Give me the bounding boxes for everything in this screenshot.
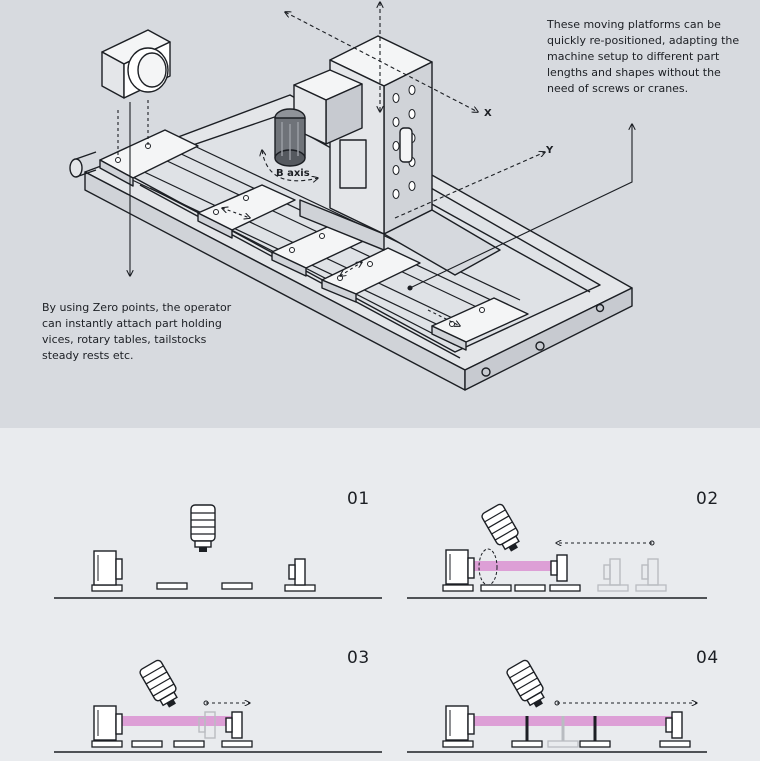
steps-panel	[0, 428, 760, 761]
step-02-diagram	[407, 502, 707, 599]
step-04-diagram	[407, 658, 707, 753]
axis-x-label: X	[484, 108, 492, 119]
left-end-cylinder	[69, 151, 97, 178]
zero-points-callout: By using Zero points, the operator can i…	[42, 301, 232, 362]
accessory-block	[101, 29, 171, 99]
step-number-02: 02	[696, 489, 719, 509]
axis-b-label: B axis	[276, 168, 310, 179]
step-number-01: 01	[347, 489, 370, 509]
step-number-04: 04	[696, 648, 719, 668]
machine-drawing	[69, 0, 760, 391]
axis-y-label: Y	[546, 145, 554, 156]
step-03-diagram	[54, 658, 382, 753]
platforms-callout: These moving platforms can be quickly re…	[547, 18, 740, 95]
step-01-diagram	[54, 504, 382, 599]
step-number-03: 03	[347, 648, 370, 668]
